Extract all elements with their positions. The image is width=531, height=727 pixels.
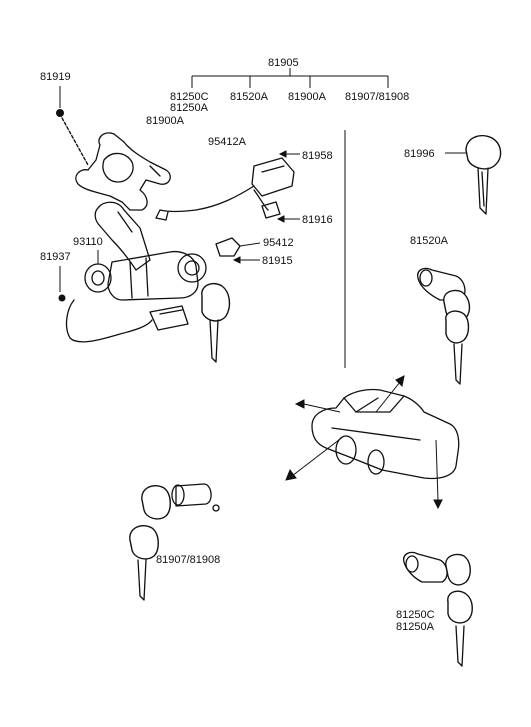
label-screw: 81919 xyxy=(40,71,71,83)
wire-harness xyxy=(65,299,189,343)
label-lock-set-2: 81907/81908 xyxy=(156,554,220,566)
bolt-81958 xyxy=(278,150,300,158)
label-switch-1: 95412A xyxy=(208,136,247,148)
label-variant-3: 81900A xyxy=(288,91,327,103)
label-variant-3b: 81900A xyxy=(146,115,185,127)
lock-set-81907-81908 xyxy=(129,483,220,601)
label-main-assembly: 81905 xyxy=(268,57,299,69)
label-switch-2: 95412 xyxy=(263,237,294,249)
label-bolt-3: 81915 xyxy=(262,255,293,267)
label-variant-4: 81907/81908 xyxy=(345,91,409,103)
label-key-blank: 81996 xyxy=(404,148,435,160)
ring-93110 xyxy=(84,250,112,293)
label-ring: 93110 xyxy=(73,236,103,248)
main-key xyxy=(201,282,231,363)
bolt-81915 xyxy=(232,256,260,264)
bolt-81916 xyxy=(276,215,300,223)
label-variant-1: 81250C xyxy=(170,91,209,103)
screw-81919 xyxy=(56,86,89,166)
car-illustration xyxy=(285,375,460,510)
label-lock-set-3a: 81250C xyxy=(396,609,435,621)
label-bolt-1: 81958 xyxy=(302,150,333,162)
label-variant-1b: 81250A xyxy=(170,102,209,114)
switch-95412a xyxy=(155,157,295,221)
label-variant-2: 81520A xyxy=(230,91,269,103)
label-screw-2: 81937 xyxy=(40,251,71,263)
screw-81937 xyxy=(58,266,66,302)
lock-set-81520a xyxy=(417,267,471,385)
switch-95412 xyxy=(215,237,261,257)
steering-lock-housing xyxy=(75,132,207,301)
label-lock-set-1: 81520A xyxy=(410,235,449,247)
lock-set-81250 xyxy=(403,551,473,667)
label-bolt-2: 81916 xyxy=(302,214,333,226)
key-blank-81996 xyxy=(445,134,502,215)
label-lock-set-3b: 81250A xyxy=(396,621,435,633)
assembly-bracket xyxy=(191,68,389,88)
